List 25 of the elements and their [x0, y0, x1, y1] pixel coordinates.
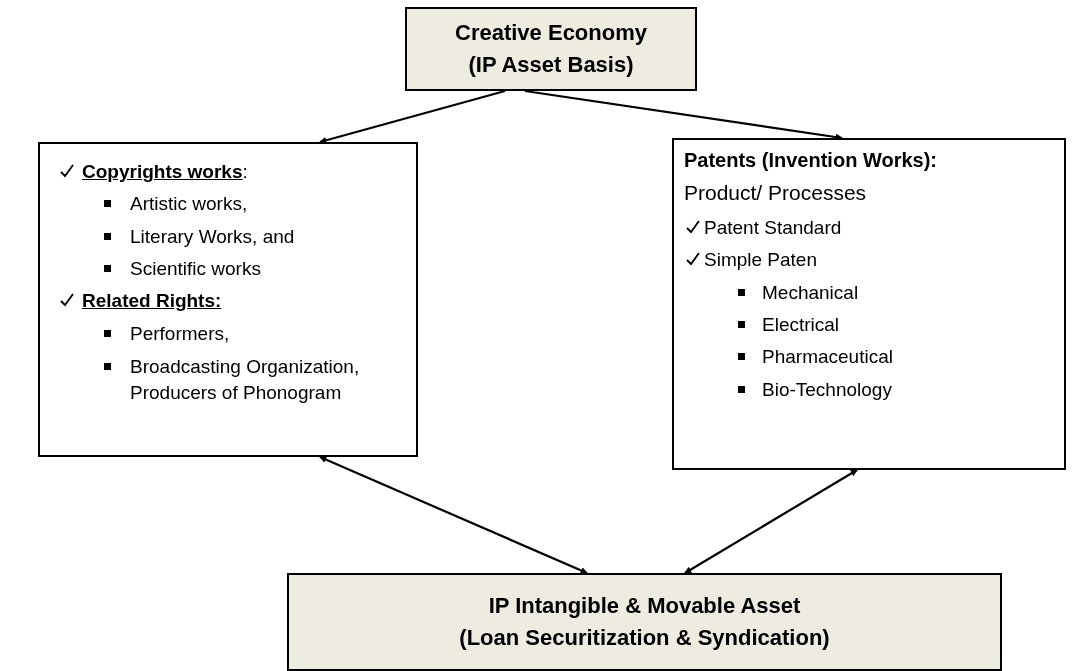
list-box	[672, 138, 1066, 470]
list-heading: Patents (Invention Works):	[684, 148, 937, 173]
arrow	[319, 456, 588, 574]
list-item: Mechanical	[762, 281, 859, 305]
list-item: Artistic works,	[130, 192, 248, 216]
arrow	[319, 89, 506, 144]
list-item: Literary Works, and	[130, 225, 295, 249]
list-item: Scientific works	[130, 257, 261, 281]
heading-box	[287, 573, 1002, 671]
list-item: Pharmaceutical	[762, 345, 893, 369]
list-item: Patent Standard	[704, 216, 842, 240]
arrow	[524, 89, 843, 141]
list-item: Performers,	[130, 322, 230, 346]
list-item: Simple Paten	[704, 248, 817, 272]
list-item: Electrical	[762, 313, 840, 337]
list-item: Bio-Technology	[762, 378, 892, 402]
list-box	[38, 142, 418, 457]
list-item: Related Rights:	[82, 289, 222, 313]
list-item: Broadcasting Organization, Producers of Phonogram	[130, 355, 361, 405]
box-title: IP Intangible & Movable Asset (Loan Securitization & Syndication)	[458, 592, 831, 652]
list-item: Copyrights works:	[82, 160, 248, 184]
box-title: Creative Economy (IP Asset Basis)	[454, 19, 648, 79]
list-item: Product/ Processes	[684, 180, 867, 206]
heading-box	[405, 7, 697, 91]
arrow	[684, 469, 858, 574]
